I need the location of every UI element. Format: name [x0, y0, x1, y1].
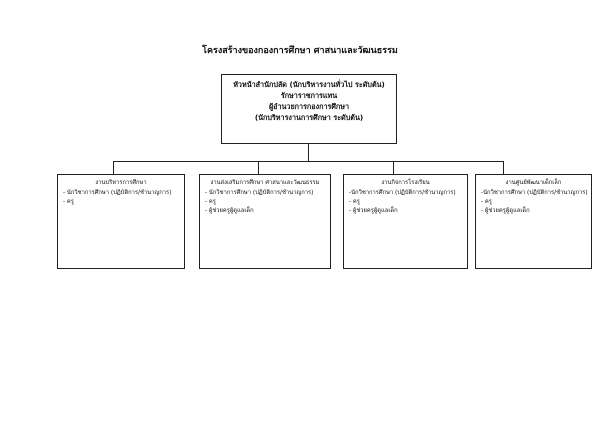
- connector-trunk: [308, 144, 309, 161]
- page-title: โครงสร้างของกองการศึกษา ศาสนาและวัฒนธรรม: [202, 46, 398, 56]
- unit-item: - ผู้ช่วยครูผู้ดูแลเด็ก: [349, 208, 398, 214]
- unit-title: งานส่งเสริมการศึกษา ศาสนาและวัฒนธรรม: [210, 180, 320, 186]
- unit-item: -นักวิชาการศึกษา (ปฏิบัติการ/ชำนาญการ): [481, 190, 588, 196]
- connector-drop-3: [393, 161, 394, 174]
- unit-item: - ผู้ช่วยครูผู้ดูแลเด็ก: [205, 208, 254, 214]
- head-line: รักษาราชการแทน: [280, 91, 338, 100]
- unit-item: - นักวิชาการศึกษา (ปฏิบัติการ/ชำนาญการ): [63, 190, 172, 196]
- connector-bar: [113, 161, 504, 162]
- connector-drop-1: [113, 161, 114, 174]
- head-line: (นักบริหารงานการศึกษา ระดับต้น): [254, 113, 364, 122]
- unit-box-childcenter: งานศูนย์พัฒนาเด็กเล็ก -นักวิชาการศึกษา (…: [475, 174, 592, 269]
- unit-title: งานบริหารการศึกษา: [95, 180, 147, 186]
- unit-item: - ครู: [205, 199, 216, 205]
- unit-item: - ครู: [481, 199, 492, 205]
- unit-item: - ครู: [63, 199, 74, 205]
- connector-drop-2: [258, 161, 259, 174]
- unit-title: งานศูนย์พัฒนาเด็กเล็ก: [505, 180, 562, 186]
- unit-box-admin: งานบริหารการศึกษา - นักวิชาการศึกษา (ปฏิ…: [57, 174, 185, 269]
- head-line: ผู้อำนวยการกองการศึกษา: [268, 102, 350, 111]
- unit-item: - ผู้ช่วยครูผู้ดูแลเด็ก: [481, 208, 530, 214]
- unit-box-promotion: งานส่งเสริมการศึกษา ศาสนาและวัฒนธรรม - น…: [199, 174, 331, 269]
- head-line: หัวหน้าสำนักปลัด (นักบริหารงานทั่วไป ระด…: [233, 80, 385, 89]
- unit-box-school: งานกิจการโรงเรียน -นักวิชาการศึกษา (ปฏิบ…: [343, 174, 468, 269]
- unit-item: - ครู: [349, 199, 360, 205]
- unit-item: - นักวิชาการศึกษา (ปฏิบัติการ/ชำนาญการ): [205, 190, 314, 196]
- unit-title: งานกิจการโรงเรียน: [381, 180, 430, 186]
- connector-drop-4: [503, 161, 504, 174]
- head-box: หัวหน้าสำนักปลัด (นักบริหารงานทั่วไป ระด…: [221, 74, 397, 144]
- unit-item: -นักวิชาการศึกษา (ปฏิบัติการ/ชำนาญการ): [349, 190, 456, 196]
